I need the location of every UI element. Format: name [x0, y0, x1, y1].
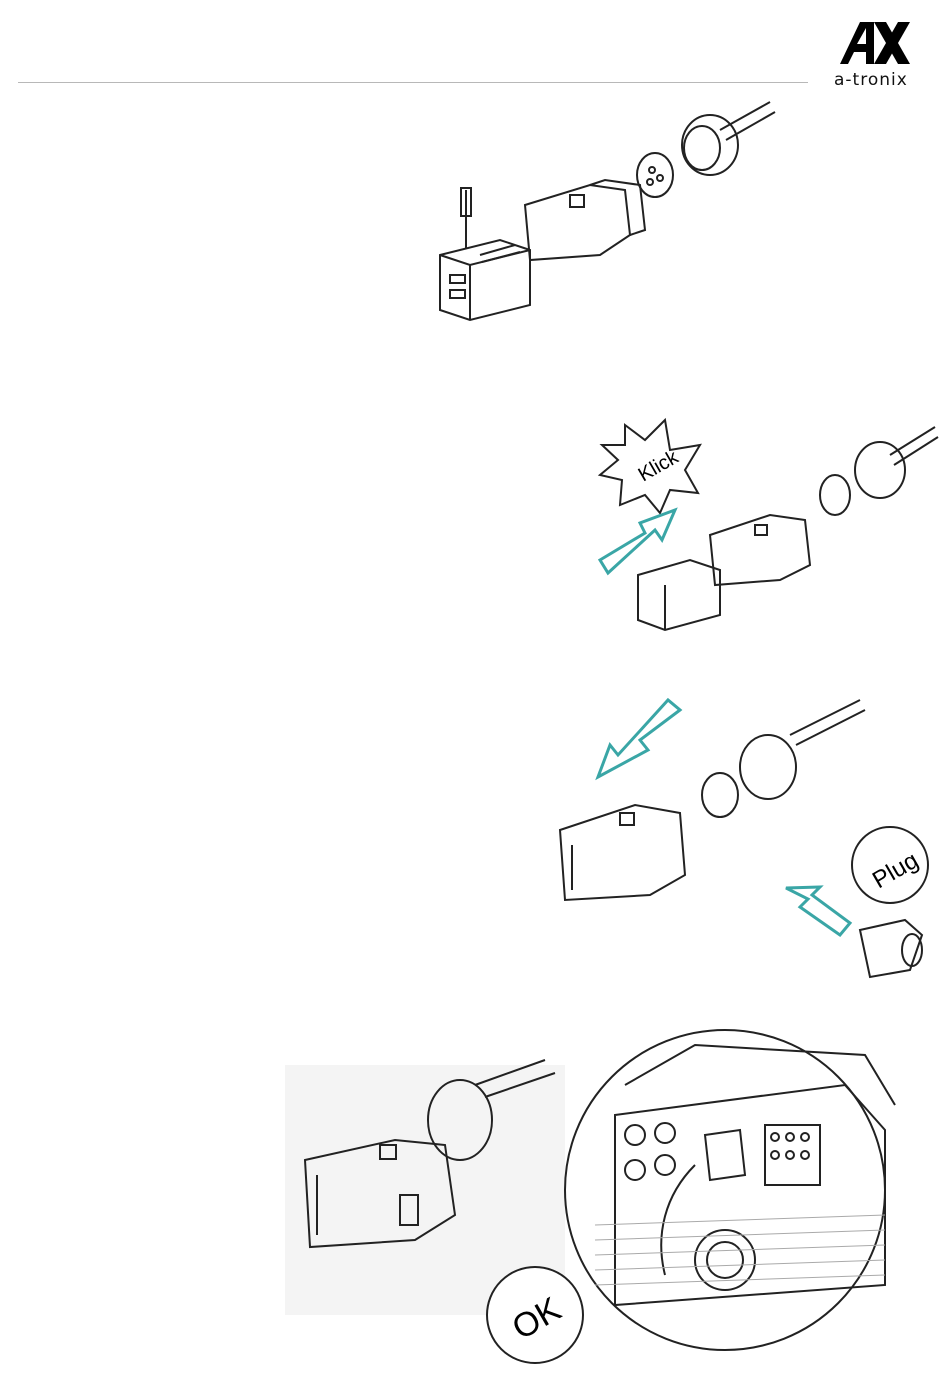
figure-2-connector-klick: Klick — [590, 415, 940, 635]
figure-3-connector-plug: Plug — [550, 695, 940, 985]
figure-1-connector-assembly — [430, 90, 780, 330]
header-divider — [18, 82, 808, 83]
brand-logo-text: a-tronix — [834, 70, 908, 90]
figure-4-connector-ok: OK — [285, 1025, 935, 1385]
